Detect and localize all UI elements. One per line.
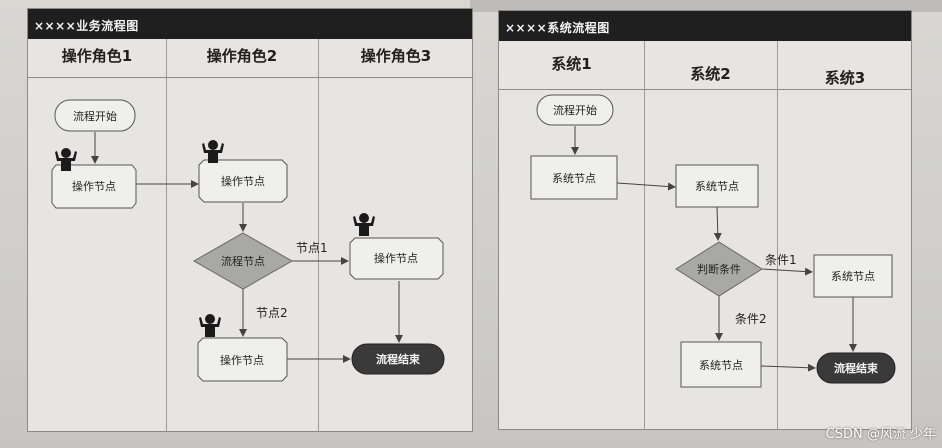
node-decision-label: 判断条件 [697,262,741,276]
node-op3-label: 操作节点 [374,251,418,265]
node-end-label: 流程结束 [834,361,879,375]
edge-label-branch1: 节点1 [296,241,328,255]
edge-sys4-to-end [760,363,816,372]
edge-decision-to-sys3 [761,267,813,276]
node-start [536,94,614,126]
lane-header-rule [28,77,472,78]
edge-label-cond1: 条件1 [765,253,797,267]
business-flowchart-title-bar: ××××业务流程图 [28,9,472,39]
lane-header-role3: 操作角色3 [360,47,432,65]
lane-header-role1: 操作角色1 [61,47,133,65]
lane-divider [777,41,778,429]
watermark: CSDN @风流 少年 [825,427,936,442]
node-end [816,352,896,384]
node-sys4 [680,341,762,388]
node-end-label: 流程结束 [376,352,421,366]
node-sys2-label: 系统节点 [695,180,739,193]
node-end [351,343,445,375]
node-op4 [197,337,288,382]
node-sys4-label: 系统节点 [699,359,743,372]
system-flowchart-title-bar: ××××系统流程图 [499,11,911,41]
node-op2-label: 操作节点 [221,174,265,188]
lane-header-rule [499,89,911,90]
lane-header-system3: 系统3 [824,69,866,87]
node-decision-label: 流程节点 [221,254,265,268]
node-start-label: 流程开始 [553,103,597,117]
business-flowchart-panel: ××××业务流程图 操作角色1 操作角色2 操作角色3 流程开始 操作节点 [27,8,473,432]
node-op1-label: 操作节点 [72,179,116,193]
node-sys3-label: 系统节点 [831,270,875,283]
lane-header-role2: 操作角色2 [206,47,278,65]
person-icon [353,213,375,236]
node-sys1-label: 系统节点 [552,172,596,185]
top-rule [470,0,942,12]
edge-label-cond2: 条件2 [735,312,767,326]
node-sys1 [530,155,618,200]
edge-label-branch2: 节点2 [256,306,288,320]
lane-header-system1: 系统1 [551,55,592,73]
edge-sys1-to-sys2 [616,182,676,191]
node-decision [192,232,294,290]
lane-divider [166,39,167,431]
system-flowchart-title: ××××系统流程图 [505,21,610,35]
node-start-label: 流程开始 [73,109,117,123]
node-sys2 [675,164,759,208]
business-flow-canvas: 流程开始 操作节点 操作节点 流程节点 操作节点 操作节点 流程结束 节点1 节… [51,99,445,382]
system-flow-canvas: 流程开始 系统节点 系统节点 判断条件 系统节点 系统节点 流程结束 条件1 条… [530,94,896,388]
system-flowchart-panel: ××××系统流程图 系统1 系统2 系统3 流程开始 系统节点 系统节点 判断条… [498,10,912,430]
edge-sys2-to-decision [713,206,722,241]
node-op1 [51,164,137,209]
node-op2 [198,159,288,203]
node-start [54,99,136,132]
node-op4-label: 操作节点 [220,353,264,367]
lane-header-system2: 系统2 [690,65,731,83]
lane-divider [644,41,645,429]
node-sys3 [813,254,893,298]
node-op3 [349,237,444,280]
node-decision [675,241,763,297]
lane-divider [318,39,319,431]
business-flowchart-title: ××××业务流程图 [34,19,139,33]
person-icon [199,314,221,337]
